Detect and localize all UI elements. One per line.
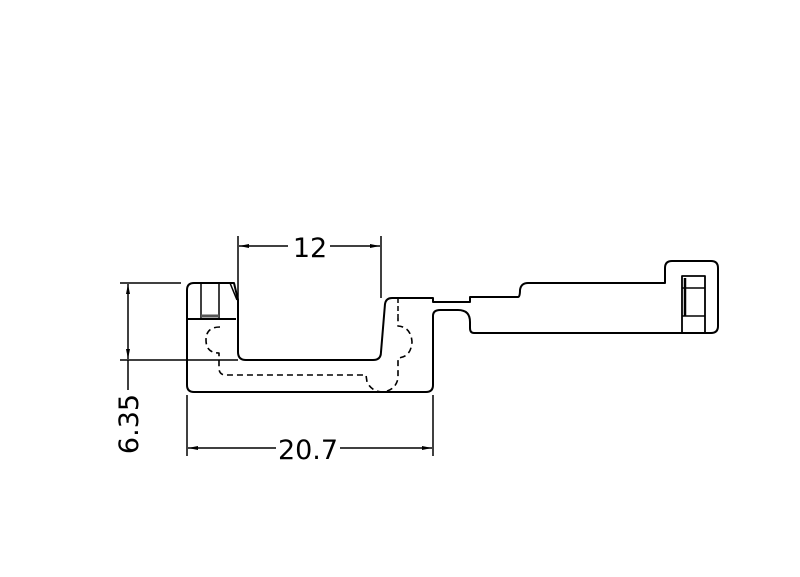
dimension-overall-width: 20.7 [278, 435, 338, 466]
tab-window [681, 275, 706, 334]
hidden-line [205, 318, 413, 393]
part-outline [186, 260, 719, 393]
dimension-inner-width: 12 [293, 233, 327, 264]
dimension-height: 6.35 [114, 394, 145, 454]
